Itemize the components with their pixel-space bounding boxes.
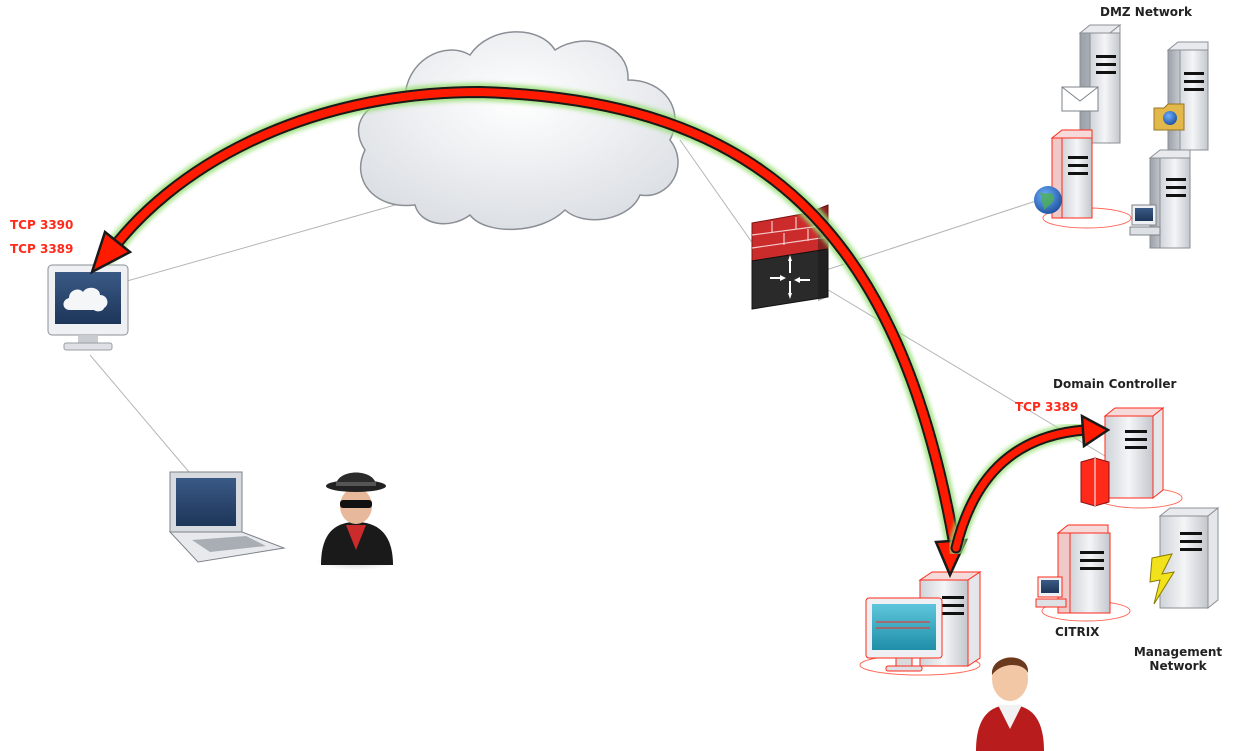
tcp-3390-label: TCP 3390 — [10, 218, 74, 232]
hacker-icon — [316, 472, 396, 570]
user-icon — [976, 657, 1044, 751]
monitor-icon — [47, 264, 129, 351]
mail-server-icon — [1061, 23, 1122, 145]
citrix-server-icon — [1035, 524, 1131, 622]
attack-arrows — [89, 82, 1111, 579]
attack-arrow-dc — [952, 426, 1089, 552]
laptop-icon — [168, 471, 286, 563]
attack-arrow-head-dc — [1080, 413, 1111, 449]
citrix-label: CITRIX — [1055, 625, 1100, 639]
attack-arrow-main — [104, 87, 959, 552]
dmz-network-label: DMZ Network — [1100, 5, 1192, 19]
workstation-server-icon — [1129, 149, 1191, 249]
web-server-icon — [1034, 129, 1132, 229]
domain-controller-label: Domain Controller — [1053, 377, 1177, 391]
tcp-3389-right-label: TCP 3389 — [1015, 400, 1079, 414]
link-jumphost-laptop — [89, 354, 201, 486]
domain-controller-server-icon — [1080, 406, 1183, 509]
power-server-icon — [1149, 506, 1220, 610]
cloud-icon — [357, 31, 679, 231]
attack-arrow-head-jumphost — [89, 229, 133, 275]
workstation-icon — [859, 571, 982, 676]
tcp-3389-left-label: TCP 3389 — [10, 242, 74, 256]
file-server-icon — [1153, 41, 1209, 151]
management-network-label: Management Network — [1133, 645, 1223, 673]
link-cloud-jumphost — [119, 204, 396, 284]
